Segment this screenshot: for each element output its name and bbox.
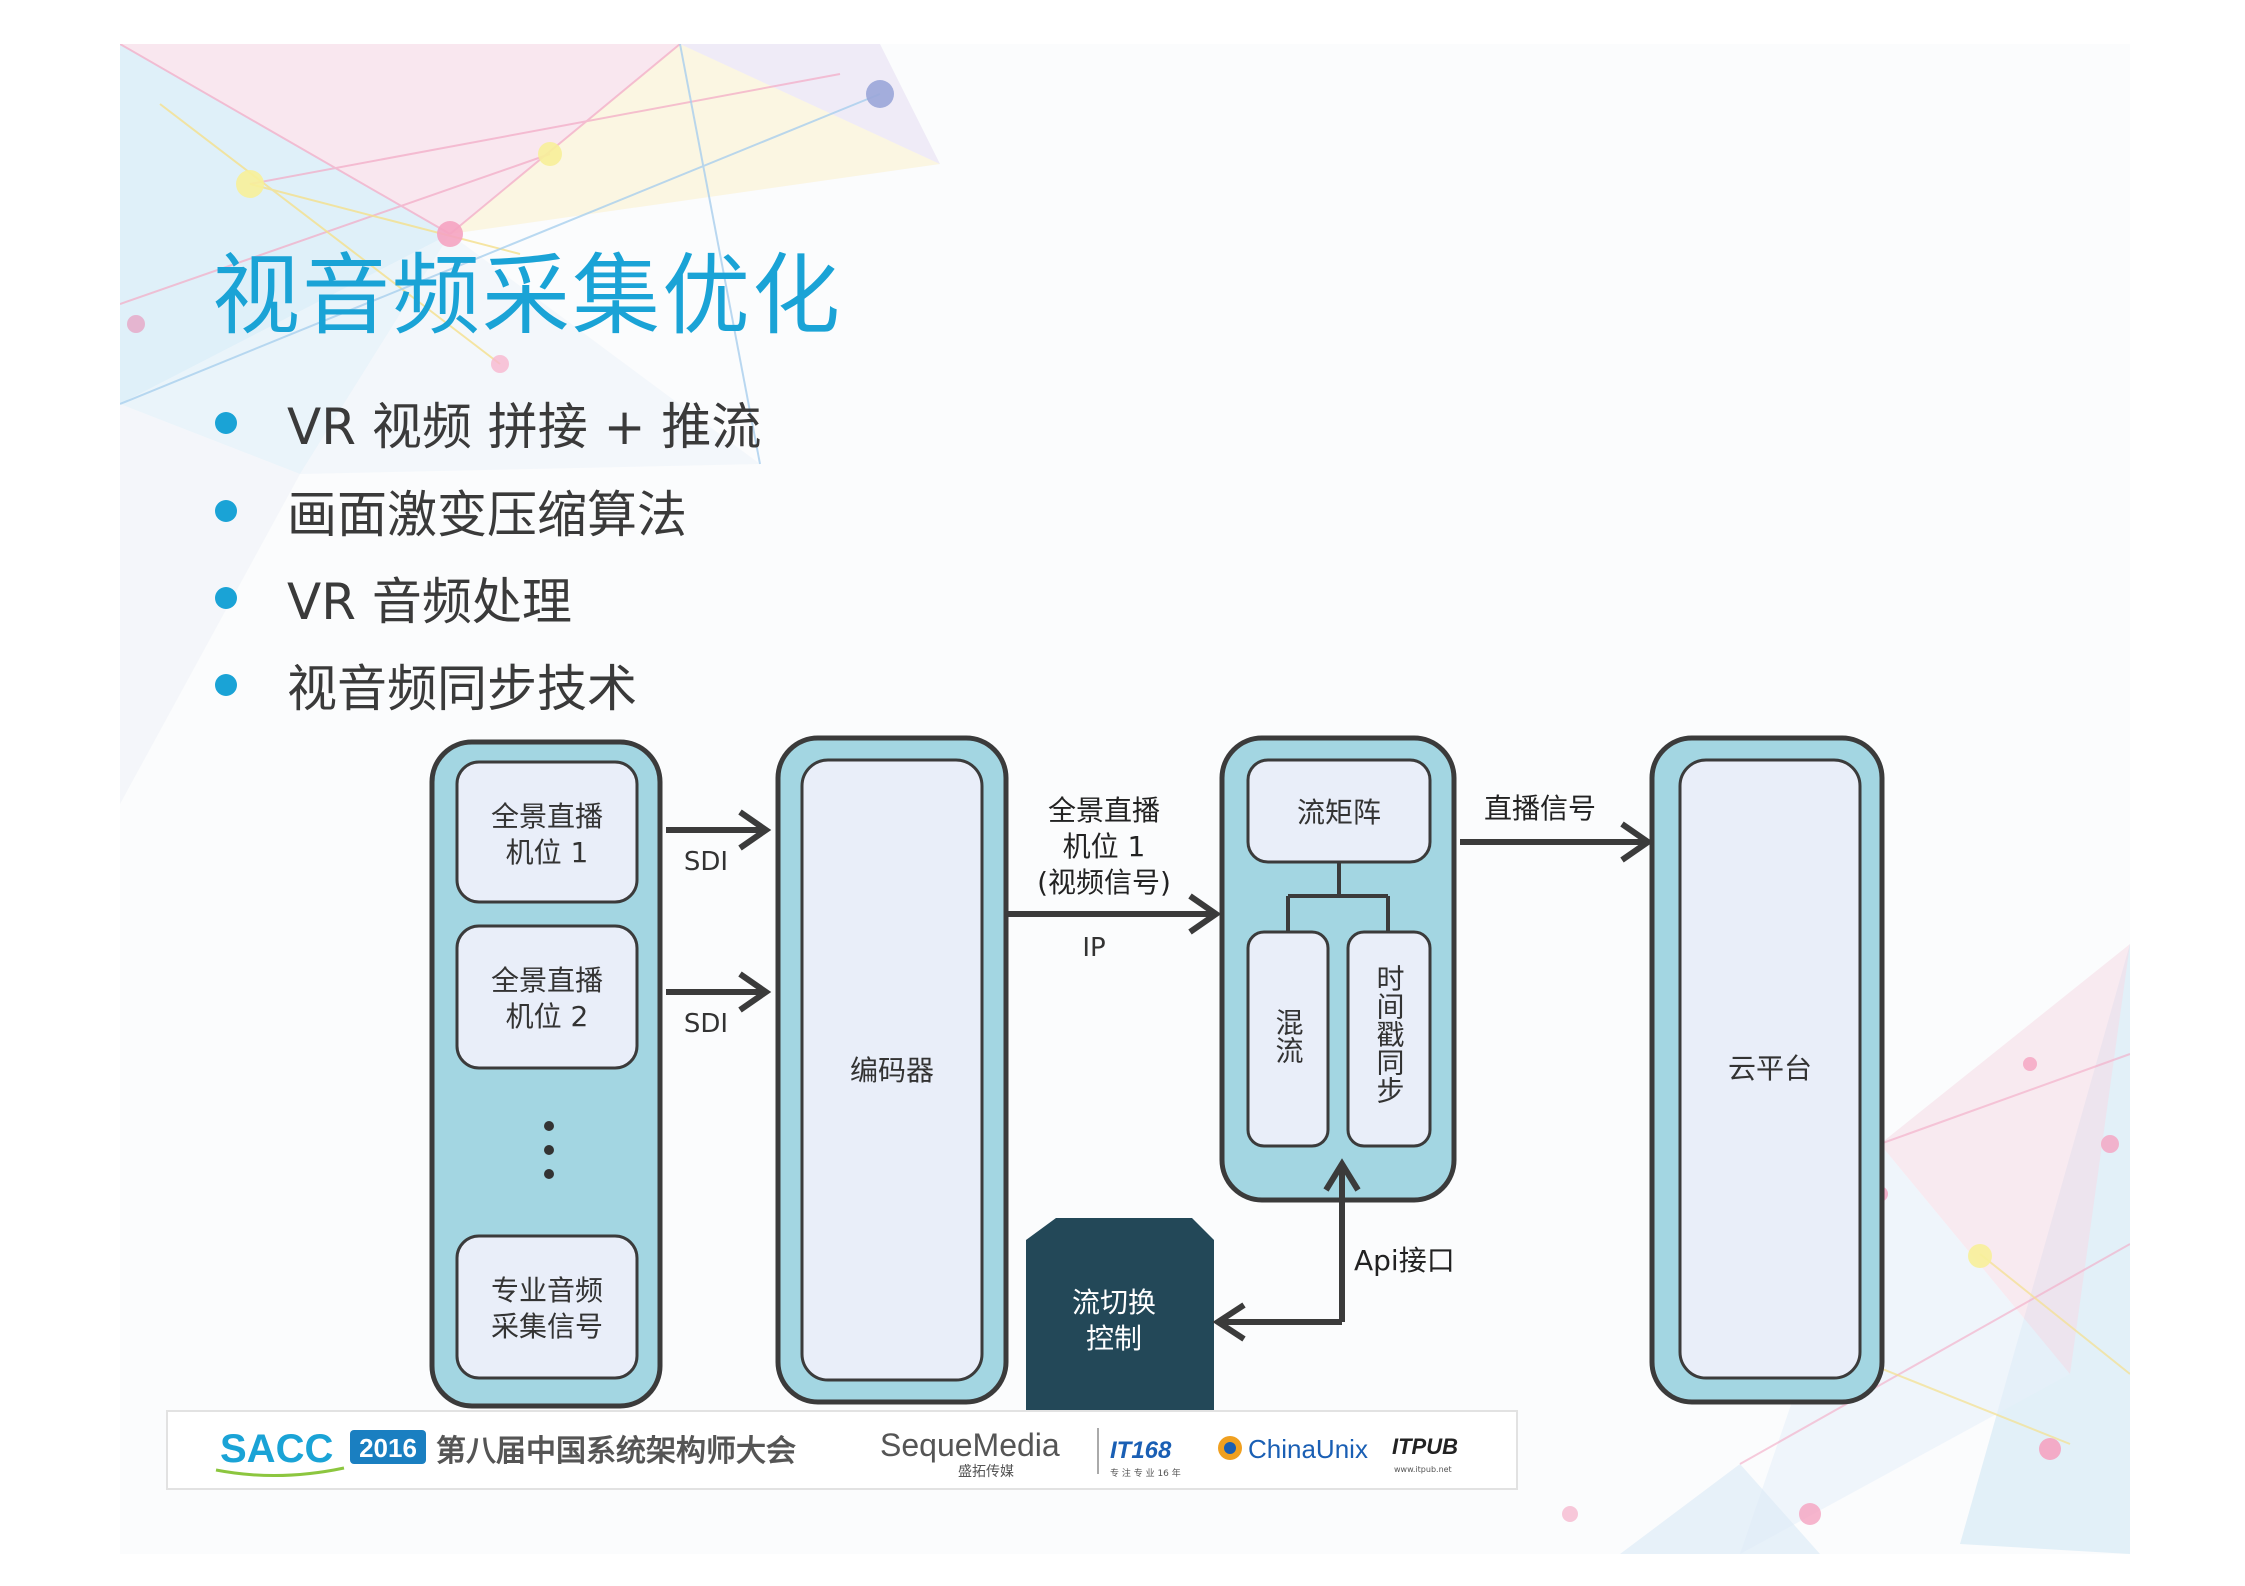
live-signal-arrow xyxy=(1460,821,1654,863)
bullet-item: 画面激变压缩算法 xyxy=(215,476,687,546)
itpub-subtitle: www.itpub.net xyxy=(1394,1465,1452,1474)
signal-label-line1: 全景直播 xyxy=(1048,794,1160,827)
source-label-line2: 机位 2 xyxy=(506,1000,589,1033)
polygon-background-art xyxy=(120,44,2130,1554)
conference-name: 第八届中国系统架构师大会 xyxy=(436,1434,796,1469)
source-box-camera-2: 全景直播 机位 2 xyxy=(455,924,639,1070)
itpub-logo: ITPUB xyxy=(1392,1434,1458,1459)
source-box-camera-1: 全景直播 机位 1 xyxy=(455,760,639,904)
matrix-connectors xyxy=(1286,862,1390,932)
cloud-platform-box: 云平台 xyxy=(1649,735,1885,1405)
sacc-logo-text: SACC xyxy=(220,1427,333,1471)
sequemedia-logo: SequeMedia xyxy=(880,1427,1060,1463)
source-box-audio: 专业音频 采集信号 xyxy=(455,1234,639,1380)
bullet-text: 画面激变压缩算法 xyxy=(287,486,687,544)
bullet-dot-icon xyxy=(215,587,237,609)
sacc-swoosh-icon xyxy=(215,1466,345,1477)
bullet-text: VR 视频 拼接 + 推流 xyxy=(287,398,762,456)
switch-control-line1: 流切换 xyxy=(1072,1286,1156,1319)
ellipsis-dots xyxy=(544,1121,554,1179)
signal-label-line3: (视频信号) xyxy=(1037,866,1171,899)
ip-label: IP xyxy=(1082,933,1105,963)
ip-arrow xyxy=(1008,893,1222,935)
encoder-box: 编码器 xyxy=(775,735,1009,1405)
timestamp-sync-label: 时间戳同步 xyxy=(1373,964,1406,1104)
sdi-label: SDI xyxy=(684,1009,728,1039)
year-badge xyxy=(350,1430,426,1464)
bullet-dot-icon xyxy=(215,674,237,696)
it168-logo: IT168 xyxy=(1110,1437,1172,1464)
bullet-text: 视音频同步技术 xyxy=(287,660,637,718)
it168-subtitle: 专 注 专 业 16 年 xyxy=(1110,1467,1181,1479)
stream-matrix-module: 流矩阵 混流 时间戳同步 xyxy=(1219,735,1457,1203)
bullet-dot-icon xyxy=(215,412,237,434)
bullet-item: 视音频同步技术 xyxy=(215,650,637,720)
sdi-label: SDI xyxy=(684,847,728,877)
stream-switch-control: 流切换 控制 xyxy=(1026,1218,1214,1410)
api-label: Api接口 xyxy=(1354,1244,1455,1277)
source-label-line1: 全景直播 xyxy=(491,964,603,997)
live-signal-label: 直播信号 xyxy=(1484,792,1596,825)
source-label-line2: 机位 1 xyxy=(506,836,589,869)
signal-label-line2: 机位 1 xyxy=(1063,830,1146,863)
sdi-arrow-1 xyxy=(666,809,772,851)
source-label-line2: 采集信号 xyxy=(491,1310,603,1343)
source-label-line1: 专业音频 xyxy=(491,1274,603,1307)
footer-banner: SACC 2016 第八届中国系统架构师大会 SequeMedia 盛拓传媒 I… xyxy=(166,1410,1518,1490)
bullet-item: VR 音频处理 xyxy=(215,563,572,633)
cloud-platform-label: 云平台 xyxy=(1728,1052,1812,1085)
bullet-dot-icon xyxy=(215,500,237,522)
source-label-line1: 全景直播 xyxy=(491,800,603,833)
switch-control-line2: 控制 xyxy=(1086,1322,1142,1355)
footer-logos: SACC 2016 第八届中国系统架构师大会 SequeMedia 盛拓传媒 I… xyxy=(215,1427,1458,1480)
page-title: 视音频采集优化 xyxy=(212,244,843,347)
encoder-label: 编码器 xyxy=(850,1054,934,1087)
bullet-item: VR 视频 拼接 + 推流 xyxy=(215,388,761,458)
chinaunix-logo: ChinaUnix xyxy=(1248,1434,1368,1464)
source-column: 全景直播 机位 1 全景直播 机位 2 专业音频 采集信号 xyxy=(429,739,663,1409)
bullet-text: VR 音频处理 xyxy=(287,573,572,631)
sequemedia-subtitle: 盛拓传媒 xyxy=(958,1464,1014,1480)
year-text: 2016 xyxy=(359,1433,417,1463)
mix-label: 混流 xyxy=(1272,1008,1305,1064)
sdi-arrow-2 xyxy=(666,971,772,1013)
stream-matrix-label: 流矩阵 xyxy=(1297,796,1381,829)
api-connector xyxy=(1212,1158,1361,1342)
